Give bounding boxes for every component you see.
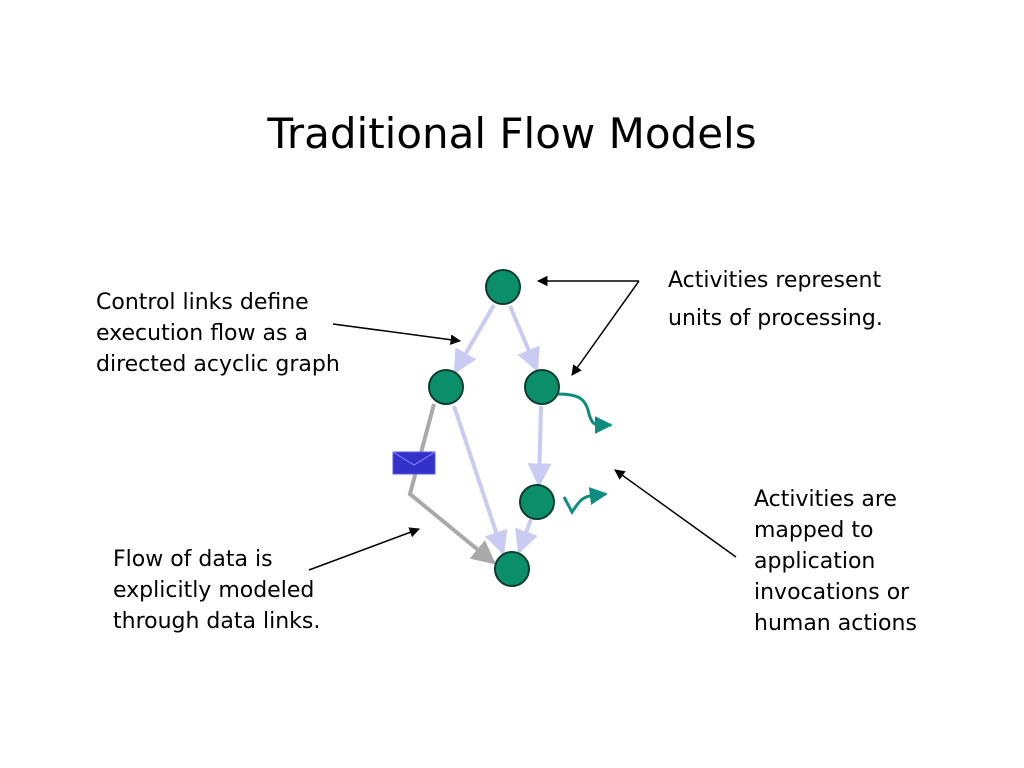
annotation-line: mapped to bbox=[754, 518, 874, 543]
annotation-line: Control links define bbox=[96, 290, 309, 315]
activity-node bbox=[524, 369, 560, 405]
data-link bbox=[407, 403, 496, 565]
activity-node bbox=[494, 551, 530, 587]
activity-node bbox=[519, 484, 555, 520]
activity-node bbox=[485, 269, 521, 305]
annotation-line: invocations or bbox=[754, 580, 910, 605]
control-link bbox=[515, 518, 538, 555]
control-links-annotation: Control links define execution flow as a… bbox=[96, 287, 340, 380]
pointer-arrow bbox=[614, 469, 737, 558]
slide-title: Traditional Flow Models bbox=[267, 109, 757, 158]
annotation-line: application bbox=[754, 549, 876, 574]
control-link bbox=[527, 405, 552, 488]
control-link bbox=[453, 303, 496, 375]
message-envelope-icon bbox=[392, 451, 436, 475]
control-link bbox=[508, 305, 540, 373]
data-flow-annotation: Flow of data is explicitly modeled throu… bbox=[113, 544, 320, 637]
activities-mapped-annotation: Activities are mapped to application inv… bbox=[754, 484, 917, 639]
pointer-arrow bbox=[332, 323, 462, 345]
annotation-line: Activities represent bbox=[668, 268, 882, 293]
annotation-line: human actions bbox=[754, 611, 917, 636]
annotation-line: execution flow as a bbox=[96, 321, 308, 346]
invocation-arrow bbox=[557, 392, 613, 435]
annotation-line: Activities are bbox=[754, 487, 897, 512]
annotation-line: directed acyclic graph bbox=[96, 352, 340, 377]
control-link bbox=[452, 405, 508, 556]
annotation-line: explicitly modeled bbox=[113, 578, 315, 603]
invocation-arrow bbox=[562, 487, 608, 515]
annotation-line: through data links. bbox=[113, 609, 321, 634]
pointer-arrow bbox=[308, 527, 420, 571]
activities-units-annotation: Activities represent units of processing… bbox=[668, 262, 883, 338]
pointer-arrow bbox=[571, 280, 640, 376]
activity-node bbox=[428, 369, 464, 405]
annotation-line: units of processing. bbox=[668, 306, 883, 331]
annotation-line: Flow of data is bbox=[113, 547, 273, 572]
